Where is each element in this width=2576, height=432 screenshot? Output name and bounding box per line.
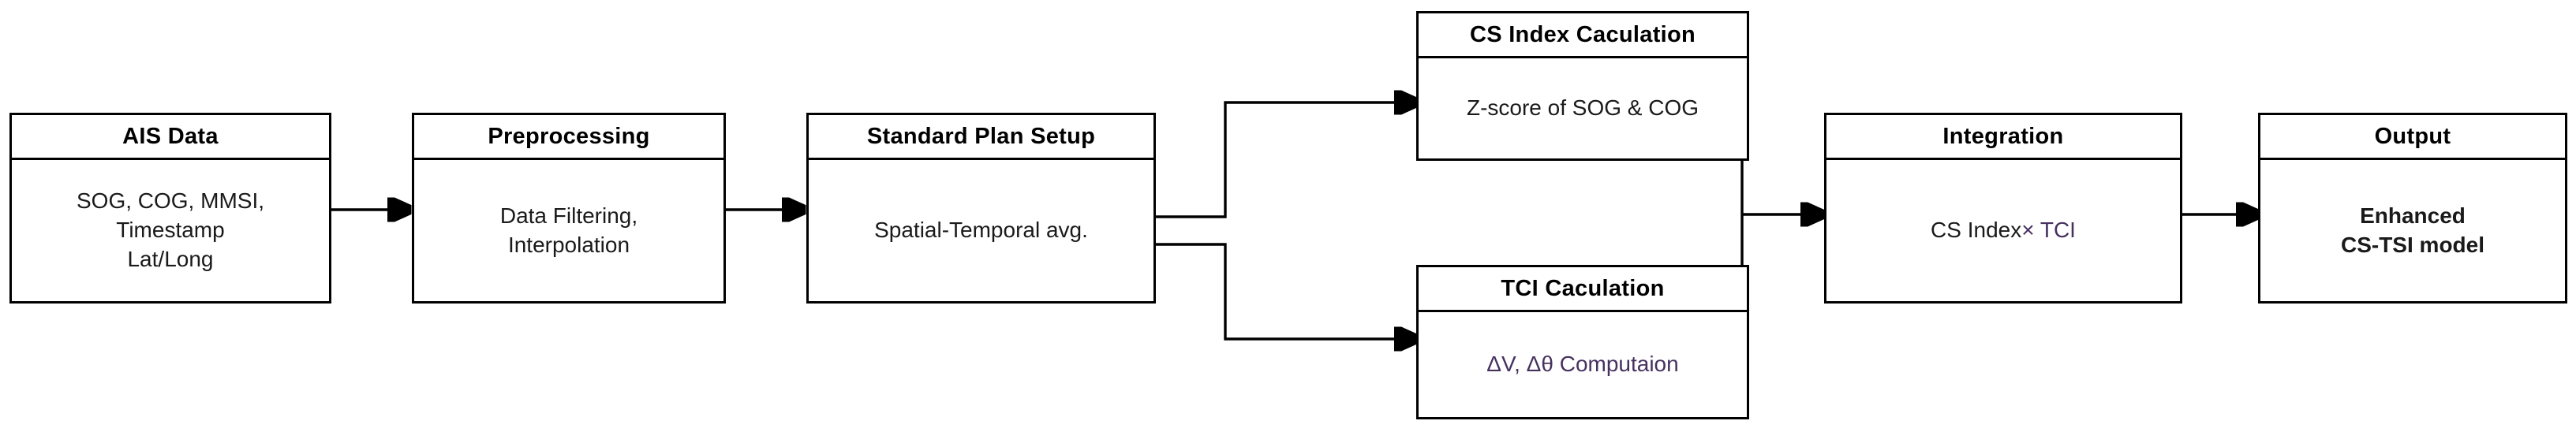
node-integration-body: CS Index × TCI <box>1826 160 2180 301</box>
node-standard-plan-setup-body: Spatial-Temporal avg. <box>874 218 1088 243</box>
node-integration-body-cs-index: CS Index <box>1931 218 2022 243</box>
node-preprocessing[interactable]: Preprocessing Data Filtering, Interpolat… <box>412 113 726 304</box>
node-tci-calculation-header: TCI Caculation <box>1419 267 1747 312</box>
node-tci-calculation[interactable]: TCI Caculation ΔV, Δθ Computaion <box>1416 265 1749 419</box>
node-integration-body-tci: × TCI <box>2021 218 2076 243</box>
node-integration[interactable]: Integration CS Index × TCI <box>1824 113 2182 304</box>
edge-standard-plan-to-tci <box>1156 243 1416 339</box>
node-ais-data[interactable]: AIS Data SOG, COG, MMSI, Timestamp Lat/L… <box>9 113 331 304</box>
node-output-header: Output <box>2260 115 2565 160</box>
edge-standard-plan-to-cs-index <box>1156 102 1416 218</box>
node-cs-index-calculation-body: Z-score of SOG & COG <box>1466 95 1699 121</box>
node-cs-index-calculation-header: CS Index Caculation <box>1419 13 1747 58</box>
node-output-body: Enhanced CS-TSI model <box>2340 203 2484 257</box>
node-standard-plan-setup-header: Standard Plan Setup <box>809 115 1153 160</box>
node-output[interactable]: Output Enhanced CS-TSI model <box>2258 113 2567 304</box>
node-standard-plan-setup[interactable]: Standard Plan Setup Spatial-Temporal avg… <box>806 113 1156 304</box>
node-ais-data-body: SOG, COG, MMSI, Timestamp Lat/Long <box>76 188 264 271</box>
node-ais-data-header: AIS Data <box>12 115 329 160</box>
node-cs-index-calculation[interactable]: CS Index Caculation Z-score of SOG & COG <box>1416 11 1749 161</box>
node-preprocessing-header: Preprocessing <box>414 115 723 160</box>
node-integration-header: Integration <box>1826 115 2180 160</box>
node-preprocessing-body: Data Filtering, Interpolation <box>499 203 638 257</box>
node-tci-calculation-body: ΔV, Δθ Computaion <box>1486 352 1679 377</box>
